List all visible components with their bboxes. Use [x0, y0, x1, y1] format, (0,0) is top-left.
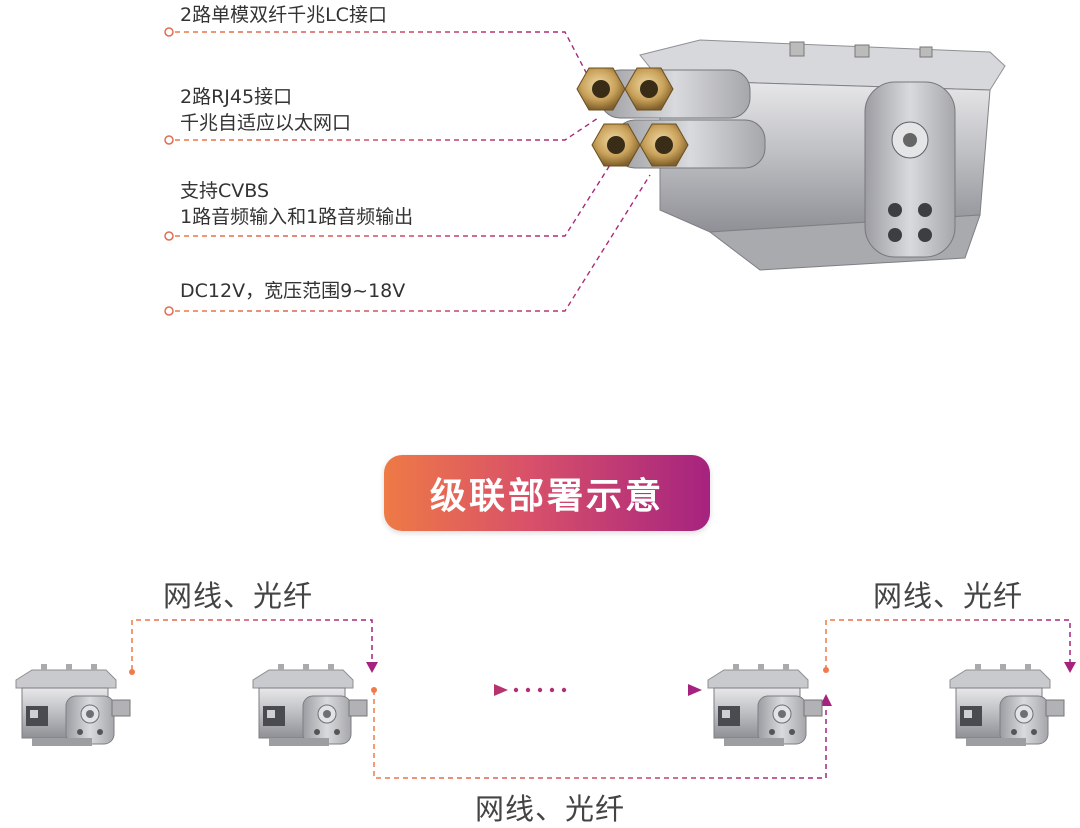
feature-label-lc-port: 2路单模双纤千兆LC接口: [180, 4, 387, 26]
section-title: 级联部署示意: [429, 476, 664, 517]
connector-dots: [164, 27, 174, 316]
cascade-solid-chain: [380, 684, 702, 696]
feature-label-rj45: 2路RJ45接口 千兆自适应以太网口: [180, 86, 352, 134]
camera-product-image: [576, 39, 1006, 271]
connector-line-4: [175, 174, 651, 312]
cascade-dashed-links: [131, 619, 1071, 779]
caption-top-right: 网线、光纤: [873, 579, 1024, 613]
arrowhead-cam3: [820, 694, 832, 706]
connector-line-3: [175, 164, 611, 237]
camera-node-2: [252, 663, 368, 747]
connector-line-2: [175, 117, 599, 141]
camera-node-4: [949, 663, 1065, 747]
link-cam3-cam4: [825, 619, 1071, 670]
ellipsis-dots: [513, 687, 567, 693]
cascade-arrowheads: [366, 662, 1076, 706]
section-title-badge: 级联部署示意: [384, 455, 710, 531]
feature-label-cvbs-audio: 支持CVBS 1路音频输入和1路音频输出: [180, 180, 414, 228]
link-cam1-cam2: [131, 619, 373, 670]
port-dots: [129, 667, 829, 693]
arrowhead-cam4: [1064, 662, 1076, 673]
camera-node-3: [707, 663, 823, 747]
feature-connectors: [175, 31, 651, 312]
feature-label-power: DC12V，宽压范围9~18V: [180, 280, 406, 302]
arrowhead-cam2: [366, 662, 378, 673]
camera-node-1: [15, 663, 131, 747]
caption-bottom: 网线、光纤: [475, 792, 626, 826]
link-cam2-cam3-bottom: [373, 690, 827, 779]
connector-line-1: [175, 31, 591, 81]
caption-top-left: 网线、光纤: [163, 579, 314, 613]
